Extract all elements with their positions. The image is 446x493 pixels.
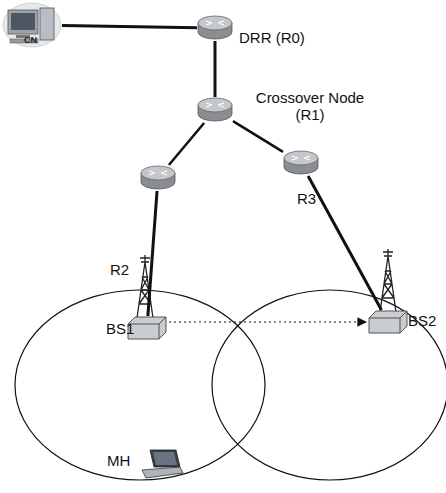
network-link	[62, 25, 197, 27]
antenna-tower	[380, 249, 396, 312]
cell-coverage	[212, 290, 446, 480]
base-station-icon	[368, 310, 408, 334]
network-link	[148, 191, 157, 316]
network-link	[169, 321, 366, 322]
network-node: BS1	[127, 316, 167, 340]
router-icon	[197, 97, 233, 123]
node-label: MH	[107, 452, 130, 469]
node-label: BS1	[106, 320, 134, 337]
laptop-icon	[140, 448, 184, 480]
node-label: Crossover Node (R1)	[249, 89, 371, 123]
router-icon	[283, 150, 319, 176]
router-icon	[140, 165, 176, 191]
network-node: BS2	[368, 310, 408, 334]
network-node: R3	[283, 150, 319, 176]
network-node: R2	[140, 165, 176, 191]
network-link	[308, 176, 381, 310]
network-node: Crossover Node (R1)	[197, 97, 233, 123]
network-node: DRR (R0)	[197, 15, 233, 41]
network-link	[233, 121, 283, 152]
node-label: R3	[297, 190, 316, 207]
network-node: CN	[2, 2, 62, 48]
node-label: DRR (R0)	[239, 29, 305, 46]
node-label: R2	[110, 261, 129, 278]
node-label: BS2	[408, 312, 436, 329]
network-link	[169, 123, 204, 165]
network-link	[214, 41, 217, 97]
cell-coverage	[15, 290, 265, 480]
router-icon	[197, 15, 233, 41]
network-node: MH	[140, 448, 184, 480]
node-label: CN	[24, 32, 37, 49]
